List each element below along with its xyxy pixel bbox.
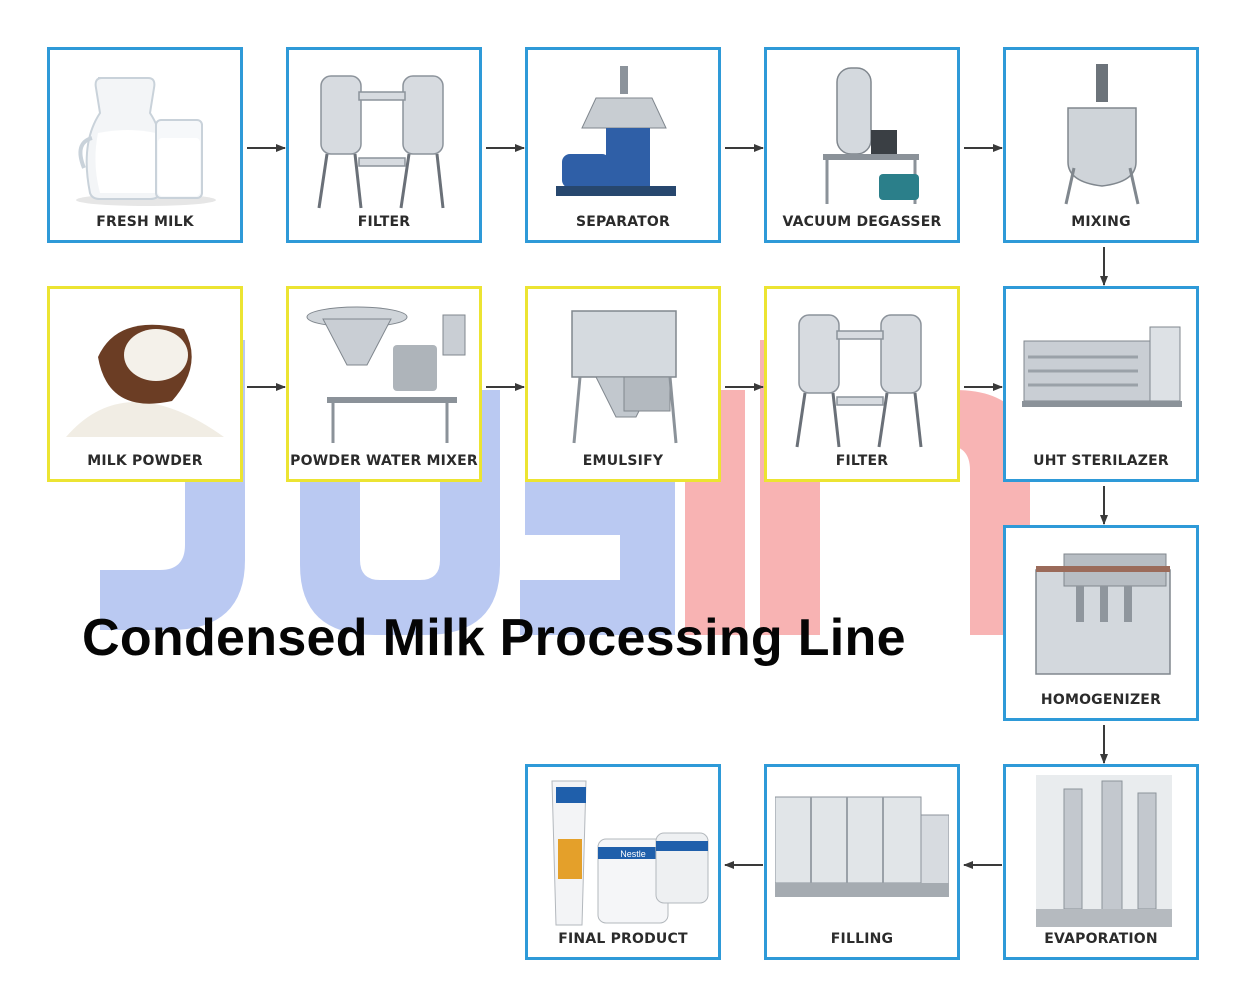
step-label: FINAL PRODUCT: [558, 931, 688, 947]
step-separator: SEPARATOR: [525, 47, 721, 243]
step-label: SEPARATOR: [575, 214, 671, 230]
step-filling: FILLING: [764, 764, 960, 960]
step-label: UHT STERILAZER: [1033, 453, 1169, 469]
filling-machine-icon: [775, 796, 949, 897]
step-homogenizer: HOMOGENIZER: [1003, 525, 1199, 721]
step-final-product: Nestle FINAL PRODUCT: [525, 764, 721, 960]
step-emulsify: EMULSIFY: [525, 286, 721, 482]
uht-sterilizer-icon: [1022, 326, 1182, 407]
step-mixing: MIXING: [1003, 47, 1199, 243]
filter-tank-icon: [317, 75, 445, 209]
step-uht-sterilizer: UHT STERILAZER: [1003, 286, 1199, 482]
step-label: EVAPORATION: [1044, 931, 1158, 947]
separator-machine-icon: [556, 66, 676, 196]
condensed-milk-products-icon: Nestle: [551, 780, 709, 926]
step-milk-powder: MILK POWDER: [47, 286, 243, 482]
step-filter-1: FILTER: [286, 47, 482, 243]
powder-bowl-icon: [66, 324, 224, 437]
step-vacuum-degasser: VACUUM DEGASSER: [764, 47, 960, 243]
step-label: POWDER WATER MIXER: [290, 453, 478, 469]
step-fresh-milk: FRESH MILK: [47, 47, 243, 243]
diagram-title: Condensed Milk Processing Line: [82, 609, 906, 667]
filter-tank-icon: [795, 314, 923, 448]
step-filter-2: FILTER: [764, 286, 960, 482]
step-label: FILLING: [830, 931, 894, 947]
powder-mixer-icon: [306, 306, 466, 443]
step-label: VACUUM DEGASSER: [782, 214, 942, 230]
evaporator-icon: [1036, 775, 1172, 927]
step-label: MILK POWDER: [87, 453, 203, 469]
degasser-icon: [823, 67, 919, 204]
emulsify-tank-icon: [571, 310, 678, 444]
brand-logo-text: Nestle: [620, 849, 646, 859]
step-label: FILTER: [357, 214, 411, 230]
step-evaporation: EVAPORATION: [1003, 764, 1199, 960]
step-label: FRESH MILK: [96, 214, 194, 230]
step-label: HOMOGENIZER: [1040, 692, 1162, 708]
step-label: EMULSIFY: [582, 453, 664, 469]
milk-jug-icon: [76, 77, 216, 206]
mixing-tank-icon: [1064, 64, 1140, 205]
homogenizer-icon: [1035, 553, 1171, 675]
step-powder-water-mixer: POWDER WATER MIXER: [286, 286, 482, 482]
step-label: MIXING: [1071, 214, 1131, 230]
step-label: FILTER: [835, 453, 889, 469]
